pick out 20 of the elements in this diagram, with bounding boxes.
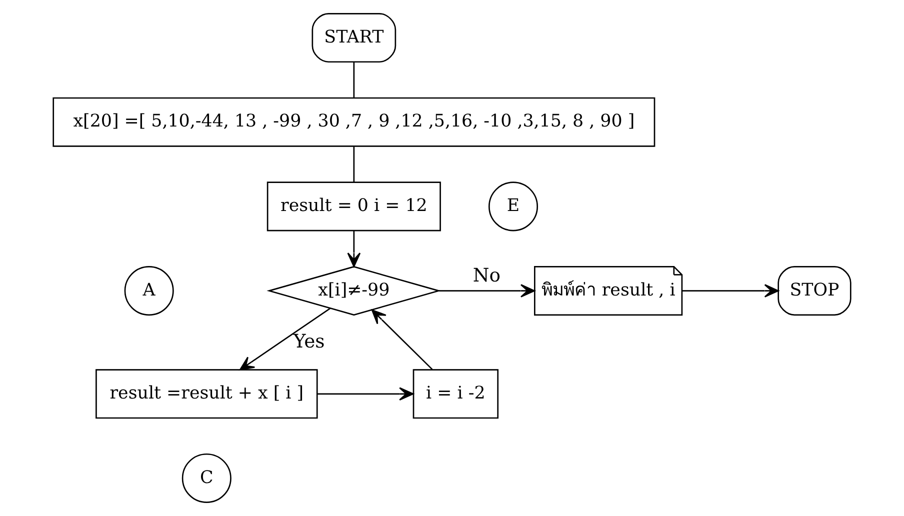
arrow xyxy=(371,309,433,370)
arrow xyxy=(318,387,414,401)
node-box: result = 0 i = 12 xyxy=(266,182,441,232)
node-box: STOP xyxy=(778,266,852,316)
node-box: i = i -2 xyxy=(412,369,499,419)
node-box: result =result + x [ i ] xyxy=(96,369,318,419)
connector xyxy=(353,146,355,182)
connector xyxy=(353,62,355,98)
node-circle: C xyxy=(182,453,232,503)
node-circle: E xyxy=(488,182,538,232)
node-box: x[20] =[ 5,10,-44, 13 , -99 , 30 ,7 , 9 ,12 ,5,16, -10 ,3,15, 8 , 90 ] xyxy=(52,97,656,147)
arrow xyxy=(438,284,536,298)
node-circle: A xyxy=(124,266,174,316)
node-diamond: x[i]≠-99 xyxy=(266,266,442,316)
arrow xyxy=(347,230,361,268)
arrow xyxy=(682,284,779,298)
edge-label: Yes xyxy=(293,331,325,352)
node-box: START xyxy=(312,13,396,63)
edge-label: No xyxy=(472,266,501,287)
arrow xyxy=(239,308,331,370)
